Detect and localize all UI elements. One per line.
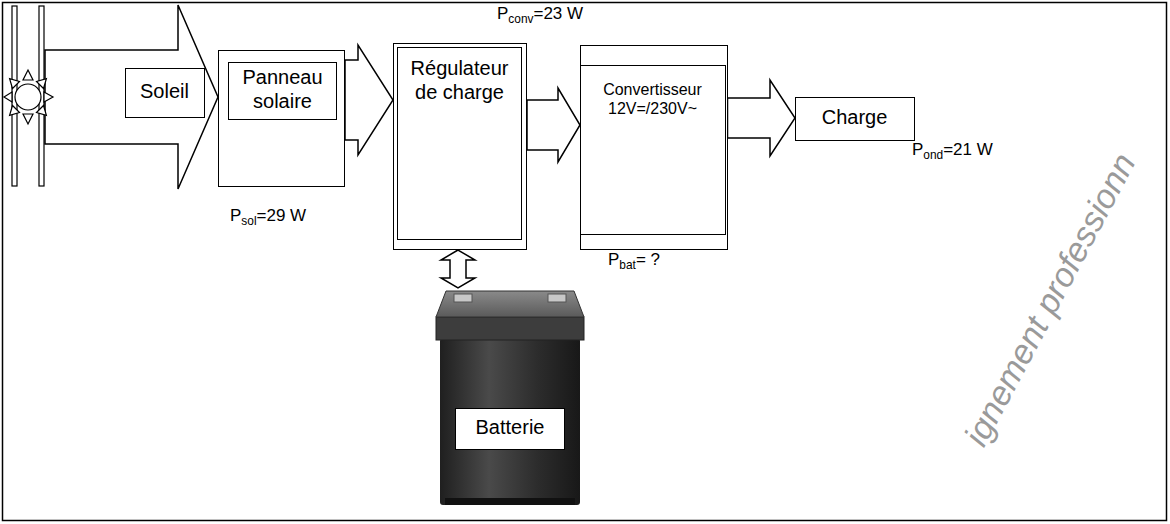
battery-foot xyxy=(445,498,575,505)
regulator-box: Régulateur de charge xyxy=(393,43,527,250)
symbol: P xyxy=(608,250,619,269)
battery-lid xyxy=(436,291,584,317)
subscript: bat xyxy=(619,258,636,272)
value: =21 W xyxy=(943,140,993,159)
watermark-holder: ignement professionn xyxy=(953,140,1147,459)
watermark: ignement professionn xyxy=(956,147,1142,452)
panel-box: Panneau solaire xyxy=(218,50,345,187)
power-value-holder: Psol=29 W xyxy=(230,206,306,228)
power-value: Psol=29 W xyxy=(230,206,306,225)
power-arrow xyxy=(345,45,393,155)
sun-ray xyxy=(4,92,12,102)
box-label: Panneau solaire xyxy=(228,62,337,120)
power-value-holder: Pond=21 W xyxy=(912,140,993,162)
power-value: Pond=21 W xyxy=(912,140,993,159)
power-arrow xyxy=(728,80,796,156)
subscript: conv xyxy=(508,12,533,26)
symbol: P xyxy=(912,140,923,159)
power-value-holder: Pconv=23 W xyxy=(497,4,583,26)
sun-ray xyxy=(23,70,33,80)
box-label: Convertisseur 12V=/230V~ xyxy=(580,65,726,235)
subscript: sol xyxy=(241,214,256,228)
battery-picture xyxy=(436,291,584,505)
value: =23 W xyxy=(533,4,583,23)
converter-box: Convertisseur 12V=/230V~ xyxy=(580,45,728,250)
sun-symbol xyxy=(4,6,53,186)
power-value-holder: Pbat= ? xyxy=(608,250,660,272)
symbol: P xyxy=(497,4,508,23)
sun-disc xyxy=(15,84,41,110)
symbol: P xyxy=(230,206,241,225)
battery-node: Batterie xyxy=(435,288,585,508)
subscript: ond xyxy=(923,148,943,162)
source-box: Soleil xyxy=(125,68,205,118)
load-box: Charge xyxy=(795,97,915,141)
power-arrow xyxy=(441,250,475,288)
frame xyxy=(3,3,1167,521)
box-label: Régulateur de charge xyxy=(397,47,522,240)
sun-ray xyxy=(37,106,47,116)
power-value: Pconv=23 W xyxy=(497,4,583,23)
battery-lid-band xyxy=(436,317,584,340)
value: = ? xyxy=(636,250,660,269)
power-arrow xyxy=(45,5,218,189)
sun-ray xyxy=(10,106,20,116)
value: =29 W xyxy=(257,206,307,225)
box-label: Batterie xyxy=(455,408,565,450)
battery-body xyxy=(440,338,580,505)
sun-ray xyxy=(44,92,53,102)
sun-ray xyxy=(37,79,47,89)
battery-terminal xyxy=(454,294,472,302)
power-arrow xyxy=(527,88,580,162)
box-label: Soleil xyxy=(126,69,203,116)
sun-ray xyxy=(23,114,33,124)
box-label: Charge xyxy=(796,98,913,139)
power-value: Pbat= ? xyxy=(608,250,660,269)
sun-ray xyxy=(10,79,20,89)
battery-terminal xyxy=(548,294,566,302)
